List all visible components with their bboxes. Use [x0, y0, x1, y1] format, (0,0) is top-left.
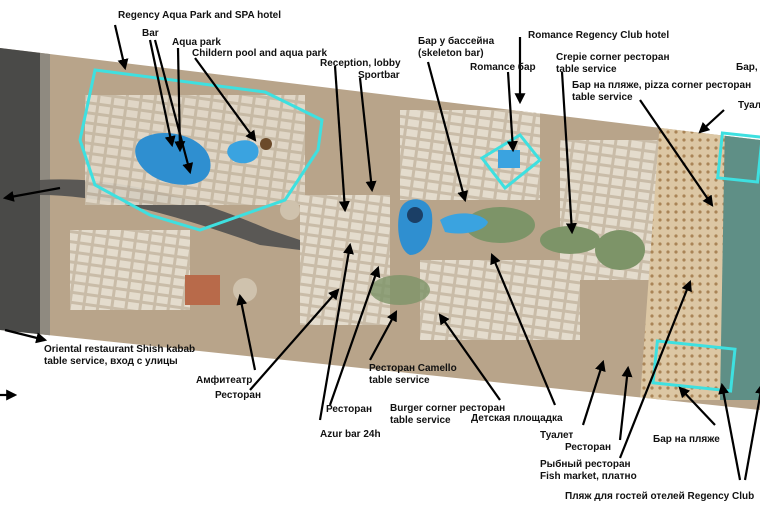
label-bar: Bar [142, 28, 159, 39]
arrow-restaurant-3 [618, 365, 633, 441]
arrow-beach-bar-pizza [639, 99, 714, 207]
tennis-court [185, 275, 220, 305]
label-fish-restaurant-line-2: Fish market, платно [540, 471, 637, 482]
label-romance-hotel: Romance Regency Club hotel [528, 30, 669, 41]
arrow-restaurant-2 [328, 265, 381, 406]
label-burger-line-2: table service [390, 415, 451, 426]
arrow-toilet-top [698, 109, 725, 134]
arrow-camello [369, 310, 398, 361]
arrow-pool-bar [426, 61, 469, 203]
arrow-romance-bar [506, 71, 518, 153]
arrow-reception [333, 65, 350, 213]
label-camello-line-2: table service [369, 375, 430, 386]
label-azur-bar: Azur bar 24h [320, 429, 381, 440]
children-pool [227, 140, 259, 164]
label-crepe-line-2: table service [556, 64, 617, 75]
arrow-sportbar [358, 77, 377, 193]
label-aqua-park: Aqua park [172, 37, 221, 48]
arrow-beach-guests-2 [743, 382, 760, 481]
label-playground: Детская площадка [471, 413, 563, 424]
label-camello-line-1: Ресторан Camello [369, 363, 457, 374]
label-beach-bar: Бар на пляже [653, 434, 720, 445]
label-beach-bar-pizza-line-2: table service [572, 92, 633, 103]
label-beach-guests: Пляж для гостей отелей Regency Club [565, 491, 754, 502]
label-reception: Reception, lobby [320, 58, 401, 69]
label-fish-restaurant-line-1: Рыбный ресторан [540, 458, 631, 470]
main-pool [398, 199, 433, 255]
label-burger-line-1: Burger corner ресторан [390, 403, 505, 414]
arrow-fish-restaurant [618, 279, 692, 459]
arrow-crepe [560, 71, 577, 235]
arrow-regency-aqua [113, 24, 129, 71]
label-toilet-bottom: Туалет [540, 430, 573, 441]
arrow-aqua-park [174, 47, 186, 153]
arrow-bar-1 [148, 39, 176, 148]
label-oriental-line-1: Oriental restaurant Shish kabab [44, 344, 195, 355]
arrow-restaurant-1 [249, 288, 340, 391]
label-regency-aqua: Regency Aqua Park and SPA hotel [118, 10, 281, 21]
romance-pool [498, 150, 520, 168]
beach-bar-outline [651, 339, 737, 393]
label-bar-top-right: Бар, [736, 62, 758, 73]
label-amphitheatre: Амфитеатр [196, 374, 252, 386]
arrow-oriental [4, 328, 48, 344]
arrow-beach-guests-1 [718, 382, 742, 481]
label-pool-bar-line-2: (skeleton bar) [418, 48, 484, 59]
arrow-children-pool [194, 57, 257, 142]
sea [720, 120, 760, 400]
main-road [0, 48, 40, 340]
label-restaurant-3: Ресторан [565, 442, 611, 453]
arrow-amphitheatre [236, 293, 257, 371]
arrow-toilet-bottom [581, 359, 606, 426]
label-romance-bar: Romance бар [470, 61, 536, 73]
regency-aqua-outline [78, 68, 324, 232]
arrow-azur-bar [318, 242, 354, 421]
arrow-burger [438, 313, 501, 401]
skeleton-pool [440, 213, 488, 234]
label-toilet-top: Туал [738, 100, 760, 111]
arrow-left-road [2, 186, 61, 202]
arrow-beach-bar [678, 386, 716, 426]
label-beach-bar-pizza-line-1: Бар на пляже, pizza corner ресторан [572, 80, 751, 91]
arrow-playground [490, 252, 557, 406]
label-restaurant-2: Ресторан [326, 404, 372, 415]
label-sportbar: Sportbar [358, 70, 400, 81]
label-restaurant-1: Ресторан [215, 390, 261, 401]
label-pool-bar-line-1: Бар у бассейна [418, 35, 495, 47]
pointer-arrows [0, 24, 760, 481]
label-children-pool: Childern pool and aqua park [192, 48, 327, 59]
label-oriental-line-2: table service, вход с улицы [44, 356, 178, 367]
label-crepe-line-1: Crepie corner ресторан [556, 52, 670, 63]
